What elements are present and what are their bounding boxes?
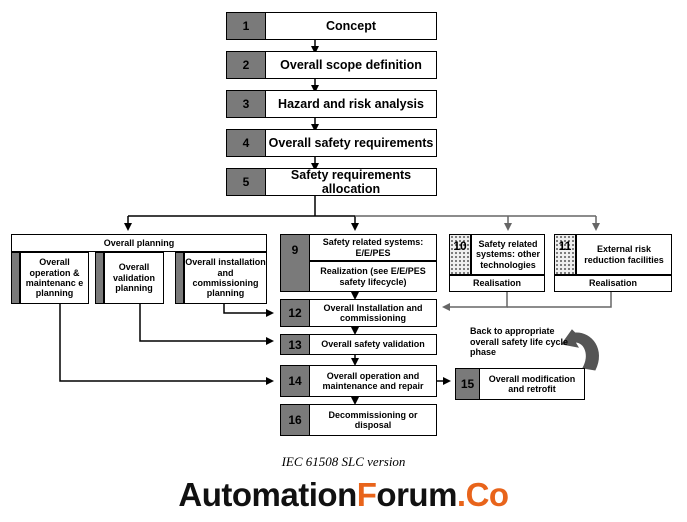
step-number: 4 xyxy=(226,129,266,157)
back-arrow-icon xyxy=(561,329,599,371)
logo-part-orum: orum xyxy=(376,476,457,513)
step-5-box: 5 Safety requirements allocation xyxy=(226,168,437,196)
back-note: Back to appropriate overall safety life … xyxy=(470,326,569,358)
figure-caption: IEC 61508 SLC version xyxy=(281,454,406,469)
step-10-bottom-label: Realisation xyxy=(472,278,521,289)
step-label: Hazard and risk analysis xyxy=(278,96,424,111)
step-1-box: 1 Concept xyxy=(226,12,437,40)
planning-strip-2 xyxy=(95,252,104,304)
step-16-box: Decommissioning or disposal xyxy=(309,404,437,436)
step-12-number: 12 xyxy=(280,299,310,327)
step-9-bottom-box: Realization (see E/E/PES safety lifecycl… xyxy=(309,261,437,292)
overall-planning-box: Overall planning xyxy=(11,234,267,252)
step-number: 1 xyxy=(226,12,266,40)
step-14-box: Overall operation and maintenance and re… xyxy=(309,365,437,397)
step-number: 2 xyxy=(226,51,266,79)
step-4-box: 4 Overall safety requirements xyxy=(226,129,437,157)
step-14-number: 14 xyxy=(280,365,310,397)
step-16-label: Decommissioning or disposal xyxy=(328,409,418,430)
logo-part-automation: Automation xyxy=(178,476,357,513)
brand-logo: AutomationForum.Co xyxy=(0,476,687,514)
step-label: Overall safety requirements xyxy=(268,135,434,150)
step-11-bottom-box: Realisation xyxy=(554,275,672,292)
step-11-top-label: External risk reduction facilities xyxy=(584,244,664,265)
step-label: Overall scope definition xyxy=(280,57,422,72)
planning-validation-box: Overall validation planning xyxy=(104,252,164,304)
logo-part-f: F xyxy=(356,476,377,513)
step-13-label: Overall safety validation xyxy=(321,339,425,350)
step-label: Concept xyxy=(326,18,376,33)
step-16-number: 16 xyxy=(280,404,310,436)
step-15-number: 15 xyxy=(455,368,480,400)
step-9-number: 9 xyxy=(280,234,310,292)
planning-operation-box: Overall operation & maintenanc e plannin… xyxy=(20,252,89,304)
planning-installation-box: Overall installation and commissioning p… xyxy=(184,252,267,304)
step-10-number: 10 xyxy=(449,234,471,275)
step-2-box: 2 Overall scope definition xyxy=(226,51,437,79)
step-10-top-box: Safety related systems: other technologi… xyxy=(471,234,545,275)
step-10-bottom-box: Realisation xyxy=(449,275,545,292)
step-label: Safety requirements allocation xyxy=(290,167,412,196)
step-11-number: 11 xyxy=(554,234,576,275)
planning-operation-label: Overall operation & maintenanc e plannin… xyxy=(25,257,84,299)
step-14-label: Overall operation and maintenance and re… xyxy=(322,370,424,391)
step-15-label: Overall modification and retrofit xyxy=(488,373,576,394)
step-3-box: 3 Hazard and risk analysis xyxy=(226,90,437,118)
step-12-box: Overall Installation and commissioning xyxy=(309,299,437,327)
step-10-top-label: Safety related systems: other technologi… xyxy=(475,238,541,270)
overall-planning-header: Overall planning xyxy=(103,237,175,248)
planning-strip-1 xyxy=(11,252,20,304)
step-9-bottom-label: Realization (see E/E/PES safety lifecycl… xyxy=(320,266,426,287)
planning-installation-label: Overall installation and commissioning p… xyxy=(185,257,266,299)
step-11-top-box: External risk reduction facilities xyxy=(576,234,672,275)
step-15-box: Overall modification and retrofit xyxy=(479,368,585,400)
planning-validation-label: Overall validation planning xyxy=(112,262,155,294)
step-12-label: Overall Installation and commissioning xyxy=(323,302,423,323)
step-9-top-label: Safety related systems: E/E/PES xyxy=(322,237,424,258)
logo-part-co: .Co xyxy=(456,476,509,513)
step-9-top-box: Safety related systems: E/E/PES xyxy=(309,234,437,261)
step-13-number: 13 xyxy=(280,334,310,355)
step-number: 3 xyxy=(226,90,266,118)
step-11-bottom-label: Realisation xyxy=(588,278,637,289)
step-13-box: Overall safety validation xyxy=(309,334,437,355)
planning-strip-3 xyxy=(175,252,184,304)
step-number: 5 xyxy=(226,168,266,196)
